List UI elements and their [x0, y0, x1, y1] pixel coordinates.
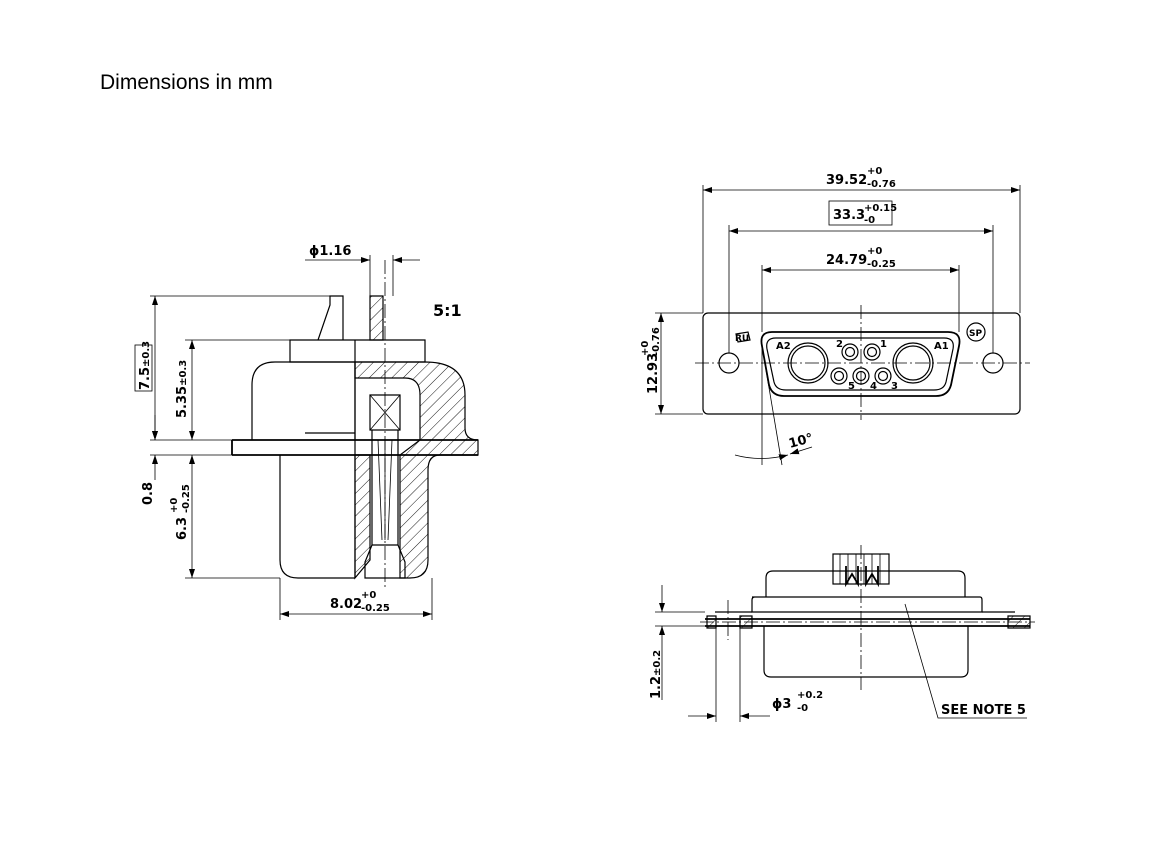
d-shell-inner	[766, 337, 954, 391]
hole-diameter-tol-lower: -0	[797, 703, 808, 714]
lower-body-section	[354, 454, 371, 580]
height-lower-tol-lower: -0.25	[181, 484, 192, 513]
height-upper-base: 5.35	[175, 386, 190, 418]
note-leader	[904, 603, 1027, 719]
upper-body-section	[354, 361, 479, 579]
bottom-view: 1.2±0.2 ϕ3 +0.2 -0 SEE NOTE 5	[649, 545, 1035, 722]
angle-label: 10°	[787, 431, 815, 452]
contact-label-a2: A2	[776, 341, 791, 352]
hole-spacing-tol-upper: +0.15	[864, 203, 897, 214]
pin-diameter-label: ϕ1.16	[309, 244, 351, 259]
hole-diameter-base: ϕ3	[772, 697, 791, 712]
front-height-base: 12.93	[646, 353, 661, 394]
pin-right-section	[369, 295, 384, 341]
svg-text:6.3: 6.3	[175, 517, 190, 540]
bottom-lower-body	[763, 626, 969, 678]
width-lower-tol-lower: -0.25	[361, 603, 390, 614]
bottom-upper-body	[765, 570, 966, 597]
contact-socket	[371, 430, 399, 546]
basic-dim-box	[134, 344, 153, 392]
lower-body	[279, 455, 355, 579]
contact-label-5: 5	[848, 381, 855, 392]
contact-label-a1: A1	[934, 341, 949, 352]
signal-contacts	[830, 343, 892, 385]
note-label: SEE NOTE 5	[941, 703, 1026, 718]
shell-width-tol-lower: -0.25	[867, 259, 896, 270]
svg-text:1.2±0.2: 1.2±0.2	[649, 650, 664, 699]
bottom-height-base: 1.2	[649, 676, 664, 699]
ul-mark-icon: RU	[735, 331, 751, 344]
front-height-tol-upper: +0	[640, 341, 651, 356]
side-view: ϕ1.16 5:1 7.5±0.3 5.35±0.3 0.8 6.3 +0 -0…	[134, 244, 479, 620]
contact-label-4: 4	[870, 381, 877, 392]
bottom-flange	[705, 618, 1030, 627]
hole-diameter-tol-upper: +0.2	[797, 690, 823, 701]
svg-text:SP: SP	[969, 329, 982, 339]
flange-thickness-label: 0.8	[141, 482, 156, 505]
height-lower-base: 6.3	[175, 517, 190, 540]
contact-label-3: 3	[891, 381, 898, 392]
hole-spacing-base: 33.3	[833, 208, 865, 223]
basic-dim-box-33	[828, 200, 893, 226]
width-lower-tol-upper: +0	[361, 590, 376, 601]
front-view: A2 2 1 A1 5 4 3 RU SP 39.52 +0 -0.76 33.…	[640, 166, 1030, 466]
height-lower-tol-upper: +0	[169, 498, 180, 513]
front-height-tol-lower: -0.76	[651, 327, 662, 356]
contact-label-1: 1	[880, 339, 887, 350]
overall-width-tol-upper: +0	[867, 166, 882, 177]
contact-label-2: 2	[836, 339, 843, 350]
height-total-base: 7.5	[138, 367, 153, 390]
svg-text:7.5±0.3: 7.5±0.3	[138, 341, 153, 390]
bottom-shell-rim	[751, 596, 983, 613]
upper-body	[251, 361, 356, 440]
height-upper-tol: ±0.3	[178, 360, 189, 386]
overall-width-base: 39.52	[826, 173, 867, 188]
page-title: Dimensions in mm	[100, 71, 273, 94]
pin-left	[317, 295, 344, 341]
svg-text:5.35±0.3: 5.35±0.3	[175, 360, 190, 418]
bottom-height-tol: ±0.2	[652, 650, 663, 676]
overall-width-tol-lower: -0.76	[867, 179, 896, 190]
shell-width-base: 24.79	[826, 253, 867, 268]
svg-text:RU: RU	[735, 334, 749, 344]
front-flange	[702, 312, 1021, 415]
d-shell-outer	[760, 331, 961, 397]
scale-label: 5:1	[433, 301, 462, 320]
height-total-tol: ±0.3	[141, 341, 152, 367]
width-lower-base: 8.02	[330, 597, 362, 612]
hole-spacing-tol-lower: -0	[864, 215, 875, 226]
top-cap	[289, 339, 426, 363]
csa-mark-icon: SP	[966, 322, 986, 342]
shell-width-tol-upper: +0	[867, 246, 882, 257]
